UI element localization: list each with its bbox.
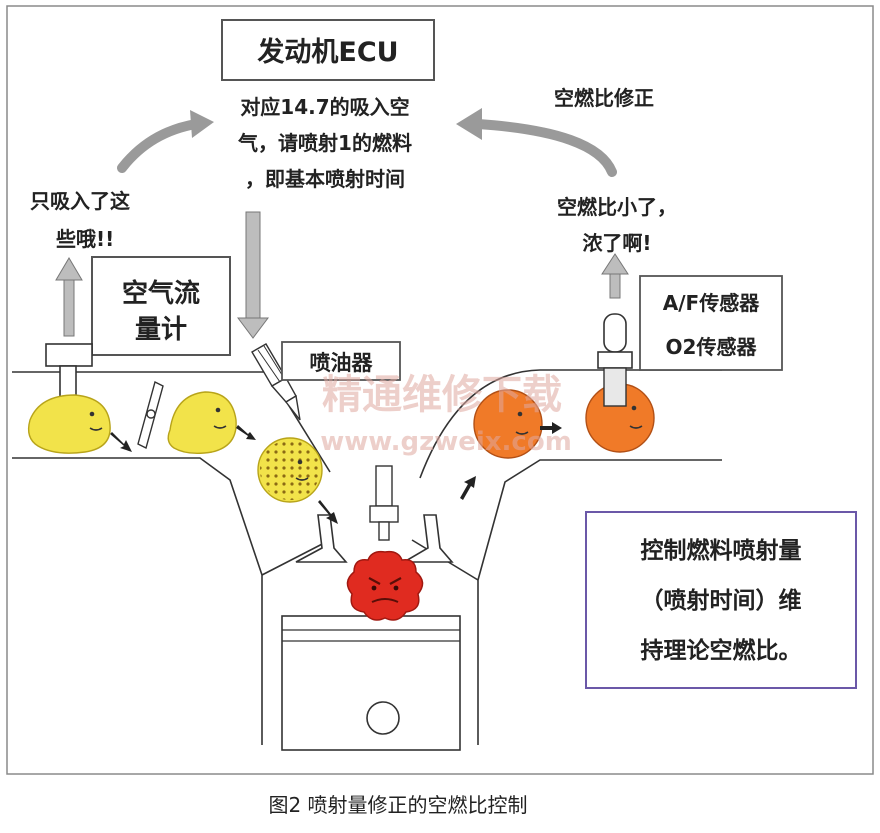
- rich-speech-line-2: 浓了啊!: [582, 231, 651, 255]
- ecu-note: 对应14.7的吸入空 气，请喷射1的燃料 ，即基本喷射时间: [237, 95, 412, 191]
- sensor-up-arrow: [601, 253, 629, 299]
- watermark-url: www.gzweix.com: [320, 427, 572, 457]
- control-note-box: 控制燃料喷射量 （喷射时间）维 持理论空燃比。: [585, 511, 857, 689]
- af-sensor-probe: [597, 313, 633, 407]
- ecu-box: 发动机ECU: [221, 19, 435, 81]
- rich-speech: 空燃比小了， 浓了啊!: [557, 195, 677, 255]
- air-mascot-2: [167, 391, 237, 455]
- ecu-label: 发动机ECU: [256, 36, 398, 68]
- air-speech-line-2: 些哦!!: [56, 227, 114, 251]
- maf-label-line-1: 空气流: [122, 278, 200, 309]
- intake-port-bottom-wall: [12, 457, 263, 745]
- figure-caption: 图2 喷射量修正的空燃比控制: [268, 793, 527, 817]
- ecu-to-injector-arrow: [237, 211, 269, 339]
- air-mascot-1: [27, 394, 111, 454]
- exhaust-valve: [401, 514, 454, 563]
- sensor-label-box: A/F传感器 O2传感器: [639, 275, 783, 371]
- o2-sensor-label: O2传感器: [666, 335, 758, 359]
- correction-arrow: [456, 108, 617, 177]
- injector: [251, 343, 301, 421]
- ecu-input-arrow: [117, 110, 214, 173]
- exhaust-mascot-1: [473, 389, 543, 459]
- rich-speech-line-1: 空燃比小了，: [557, 195, 677, 219]
- exhaust-port-top-wall: [419, 369, 722, 479]
- ecu-note-line-1: 对应14.7的吸入空: [240, 95, 409, 119]
- maf-label-line-2: 量计: [135, 315, 187, 345]
- air-speech: 只吸入了这 些哦!!: [30, 189, 130, 251]
- combustion-mascot: [346, 550, 424, 621]
- ecu-note-line-3: ，即基本喷射时间: [245, 167, 405, 191]
- air-speech-line-1: 只吸入了这: [30, 189, 130, 213]
- correction-label: 空燃比修正: [554, 86, 654, 110]
- af-sensor-label: A/F传感器: [663, 291, 760, 315]
- piston: [281, 615, 461, 751]
- air-up-arrow: [55, 257, 83, 337]
- control-note-line-3: 持理论空燃比。: [641, 637, 802, 664]
- control-note-line-1: 控制燃料喷射量: [641, 537, 802, 564]
- ecu-note-line-2: 气，请喷射1的燃料: [237, 131, 412, 155]
- watermark: 精通维修下载 www.gzweix.com: [320, 372, 572, 457]
- watermark-text: 精通维修下载: [322, 372, 562, 418]
- air-flow-meter: 空气流 量计: [91, 256, 231, 356]
- throttle-plate: [137, 380, 164, 450]
- spark-plug: [369, 465, 399, 541]
- piston-pin: [366, 701, 400, 735]
- injector-label: 喷油器: [310, 351, 374, 375]
- control-note-line-2: （喷射时间）维: [641, 587, 802, 614]
- exhaust-port-bottom-wall: [477, 459, 722, 745]
- air-fuel-mascot: [257, 437, 323, 503]
- flow-arrows: [110, 422, 562, 524]
- injector-label-box: 喷油器: [281, 341, 401, 381]
